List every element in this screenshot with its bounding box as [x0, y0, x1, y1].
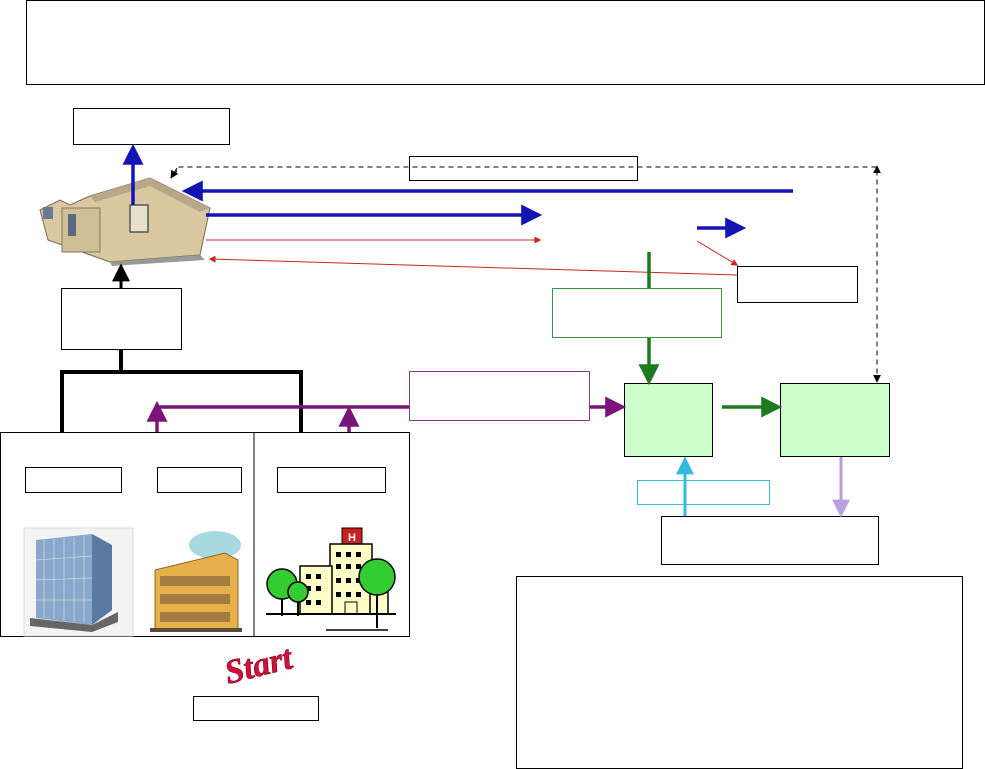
green-process-box-a	[624, 383, 713, 457]
house-icon	[39, 177, 211, 266]
purple-box	[409, 371, 590, 421]
red-arrow-legend	[696, 240, 739, 266]
label-office-box	[25, 467, 122, 493]
dashed-link-label-box	[409, 156, 638, 181]
dashed-link-end-left	[170, 167, 179, 179]
svg-text:Start: Start	[221, 639, 297, 692]
cyan-label-box	[637, 480, 770, 505]
office-building-icon	[23, 527, 134, 637]
header-right-cell	[373, 0, 985, 85]
red-arrow-to-house	[208, 255, 738, 276]
top-label-box	[73, 108, 230, 145]
hospital-icon: H	[266, 527, 396, 631]
label-apartment-box	[157, 467, 242, 493]
dashed-link-line	[174, 166, 878, 380]
label-hospital-box	[277, 467, 386, 493]
left-mid-box	[61, 288, 182, 350]
svg-text:H: H	[348, 532, 356, 544]
bottom-label-box	[193, 696, 319, 721]
apartment-building-icon	[150, 531, 242, 632]
start-stamp: Start	[221, 639, 298, 692]
notes-panel	[516, 576, 963, 769]
right-red-box	[737, 266, 858, 303]
header-left-cell	[26, 0, 374, 85]
purple-line	[155, 405, 409, 432]
green-source-box	[552, 288, 722, 338]
green-process-box-b	[780, 383, 890, 457]
bottom-right-box	[661, 516, 879, 565]
black-bracket	[60, 370, 303, 432]
